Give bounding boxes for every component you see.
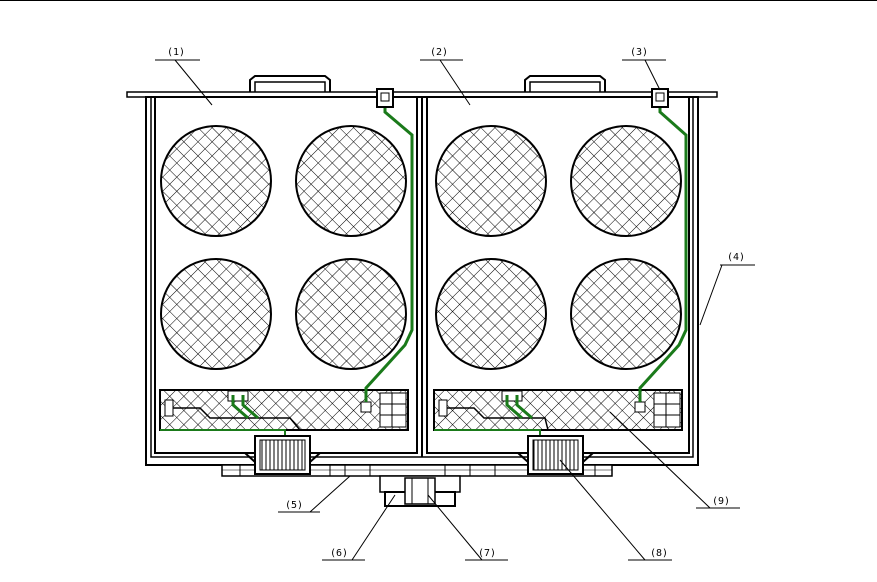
vent-right	[652, 89, 668, 107]
label-3: (3)	[630, 47, 648, 58]
label-7: (7)	[478, 548, 496, 559]
cell-right-bottom-left	[436, 259, 546, 369]
label-4: (4)	[727, 252, 745, 263]
label-5: (5)	[285, 500, 303, 511]
label-6: (6)	[330, 548, 348, 559]
label-1: (1)	[167, 47, 185, 58]
cell-left-top-right	[296, 126, 406, 236]
cell-left-bottom-left	[161, 259, 271, 369]
vent-left	[377, 89, 393, 107]
cell-right-bottom-right	[571, 259, 681, 369]
fan-left	[245, 436, 320, 474]
left-handle	[250, 76, 330, 92]
cell-left-top-left	[161, 126, 271, 236]
cell-left-bottom-right	[296, 259, 406, 369]
right-handle	[525, 76, 605, 92]
fan-right	[518, 436, 593, 474]
center-connector	[380, 476, 460, 506]
label-9: (9)	[712, 496, 730, 507]
cell-right-top-left	[436, 126, 546, 236]
right-handle-inner	[530, 82, 600, 92]
label-2: (2)	[430, 47, 448, 58]
cell-right-top-right	[571, 126, 681, 236]
left-handle-inner	[255, 82, 325, 92]
label-8: (8)	[650, 548, 668, 559]
